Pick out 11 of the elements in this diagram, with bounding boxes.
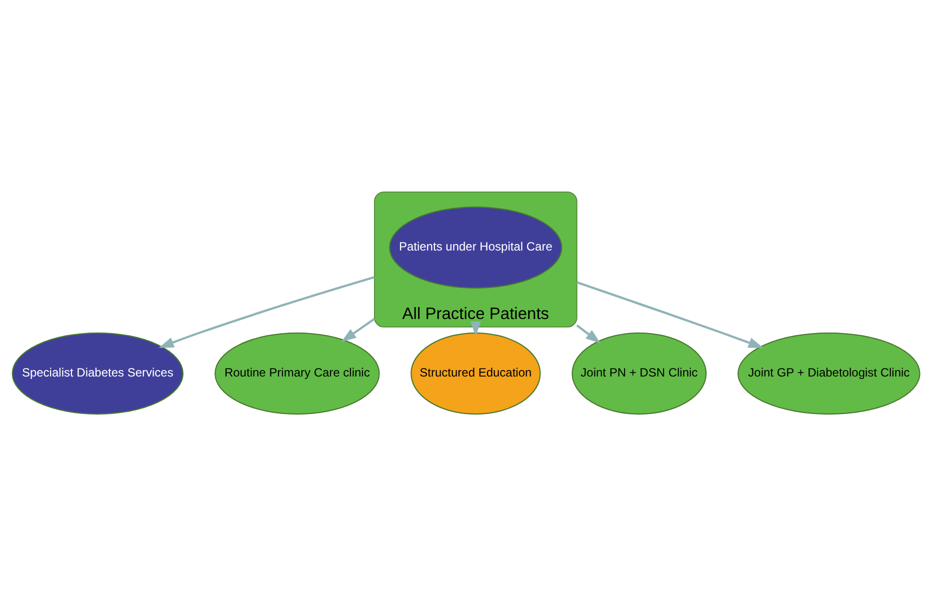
arrow	[341, 317, 376, 342]
node-ellipse: Routine Primary Care clinic	[214, 332, 380, 414]
arrow	[576, 280, 764, 348]
node-ellipse: Joint GP + Diabetologist Clinic	[738, 332, 920, 414]
arrow	[470, 320, 481, 336]
node-ellipse: Joint PN + DSN Clinic	[572, 332, 707, 414]
node-ellipse: Specialist Diabetes Services	[12, 332, 184, 414]
node-ellipse: Patients under Hospital Care	[389, 206, 562, 288]
arrow	[158, 276, 375, 348]
node-ellipse: Structured Education	[410, 332, 541, 414]
arrow	[576, 324, 601, 343]
